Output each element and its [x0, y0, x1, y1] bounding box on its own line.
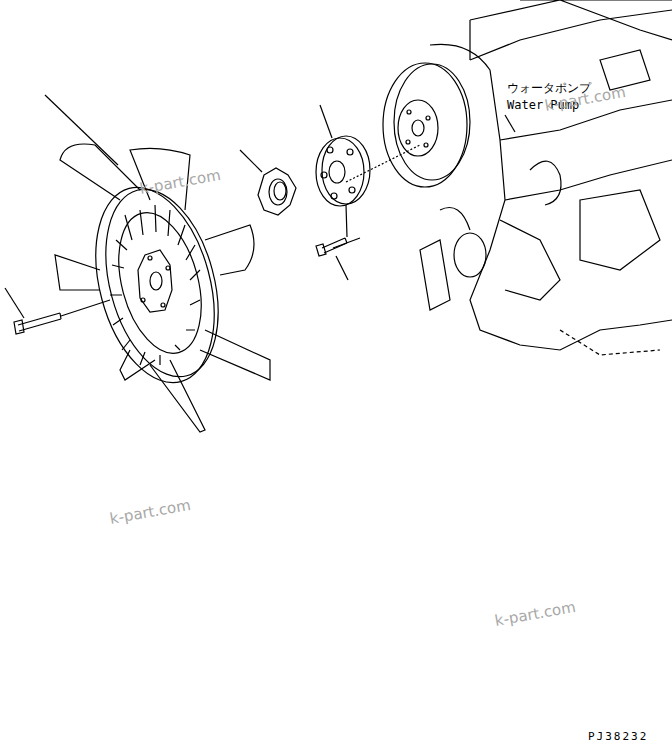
drawing-code: PJ38232: [588, 730, 648, 743]
water-pump-pulley: [383, 63, 515, 187]
engine-block: [420, 0, 672, 355]
cooling-fan: [55, 144, 270, 432]
leader-line: [5, 95, 348, 318]
watermark: k-part.com: [138, 166, 222, 198]
watermark: k-part.com: [108, 496, 192, 528]
fan-spacer: [258, 168, 296, 215]
fan-flange: [316, 136, 420, 206]
watermark: k-part.com: [493, 598, 577, 630]
bolt: [14, 205, 360, 334]
